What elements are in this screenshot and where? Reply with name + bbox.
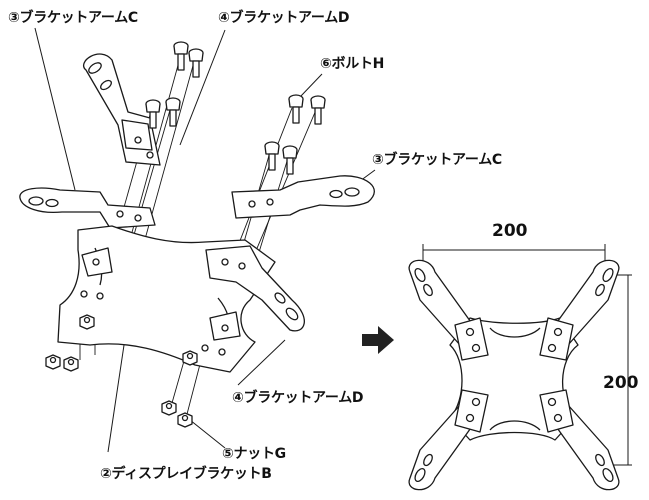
- dimension-height-label: 200: [603, 373, 639, 393]
- bracket-arm-d-upper: [83, 53, 161, 166]
- label-bracket-arm-c-top: ③ブラケットアームC: [8, 10, 138, 26]
- assembled-view: [408, 244, 632, 491]
- arrow-right-icon: [362, 326, 394, 354]
- bracket-arm-c-right: [231, 175, 375, 219]
- label-display-bracket-b: ②ディスプレイブラケットB: [100, 466, 272, 482]
- label-bracket-arm-d-bottom: ④ブラケットアームD: [232, 390, 364, 406]
- bolts: [145, 41, 326, 175]
- left-assembly: [19, 41, 375, 428]
- bracket-arm-c-left: [19, 187, 156, 229]
- mount-tabs: [454, 317, 574, 433]
- label-bolt-h: ⑥ボルトH: [320, 56, 385, 72]
- leader-lines: [34, 27, 376, 453]
- dimension-width-label: 200: [492, 221, 528, 241]
- bracket-arm-d-lower: [205, 245, 305, 332]
- label-bracket-arm-d-top: ④ブラケットアームD: [218, 10, 350, 26]
- nuts: [45, 314, 198, 428]
- label-nut-g: ⑤ナットG: [222, 446, 286, 462]
- label-bracket-arm-c-right: ③ブラケットアームC: [372, 152, 502, 168]
